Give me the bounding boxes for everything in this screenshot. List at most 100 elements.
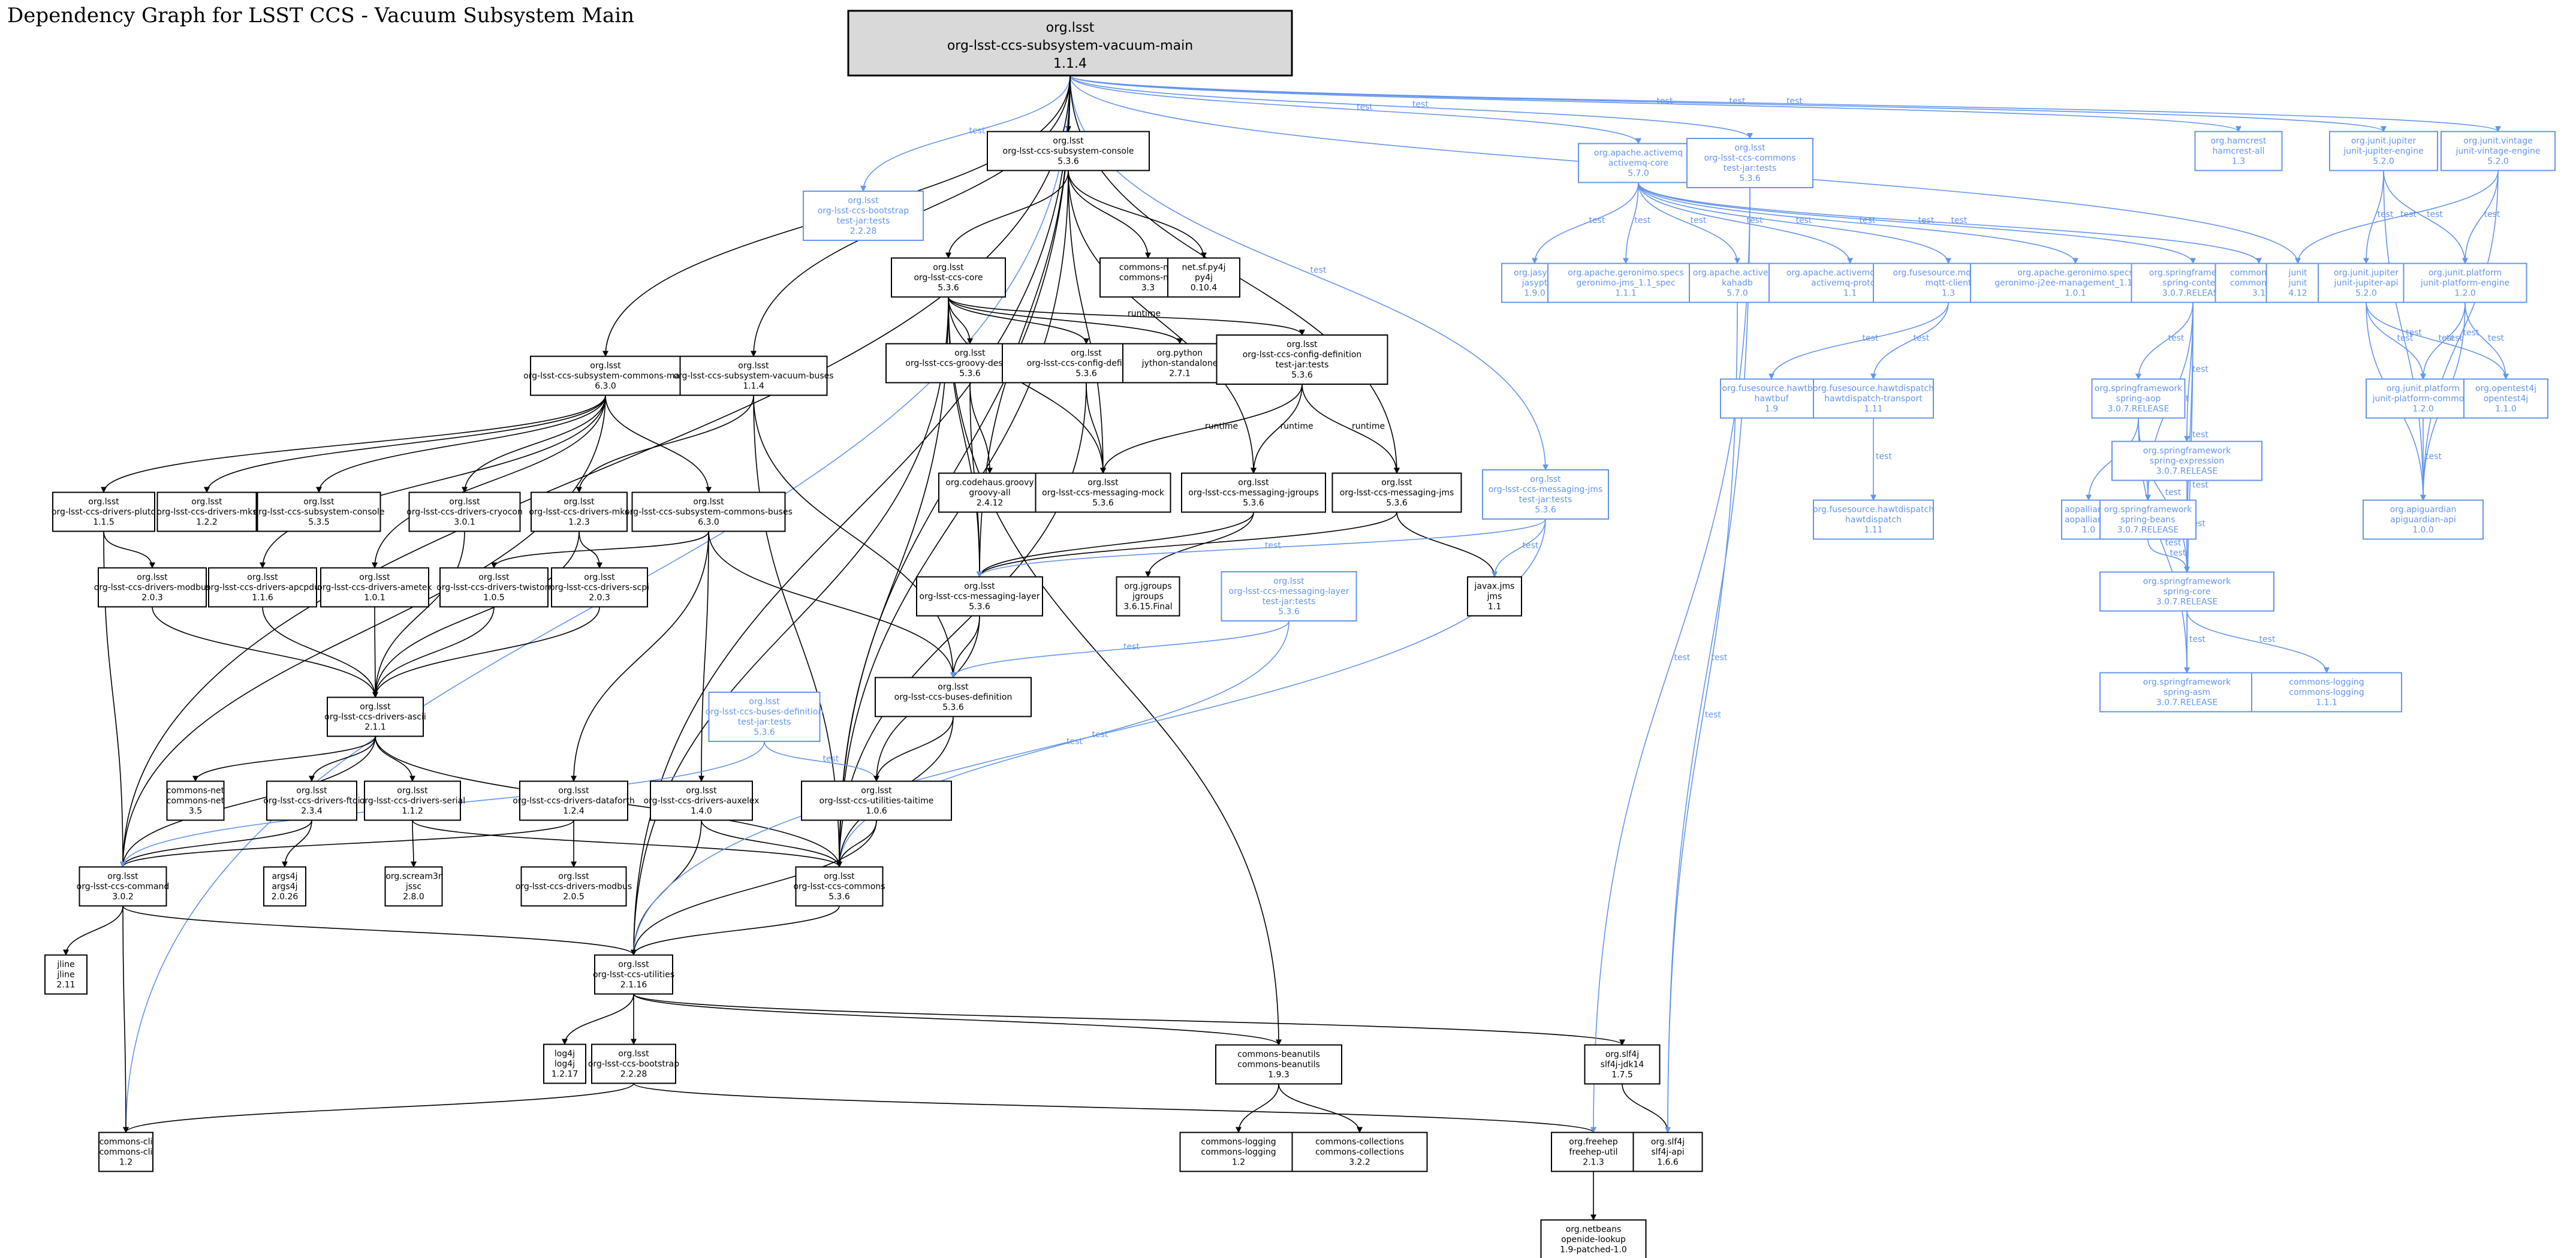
dependency-edge [1069,75,2501,132]
node-box [551,567,648,608]
node-label-line: 2.8.0 [403,892,424,902]
node-box [257,491,381,532]
node-label-line: 5.2.0 [2487,157,2509,167]
dependency-edge [633,994,1282,1046]
dependency-edge [1251,384,1303,474]
node-label-line: 1.3 [1942,289,1955,298]
node-label-line: 1.2.4 [563,807,585,816]
node-box [364,780,461,821]
edge-scope-label: test [1951,216,1968,225]
graph-node-busesDef: org.lsstorg-lsst-ccs-buses-definition5.3… [875,677,1032,717]
node-label-line: 3.0.7.RELEASE [2162,289,2224,298]
dependency-edge [1638,182,1740,264]
node-label-line: 3.0.7.RELEASE [2156,698,2218,708]
node-label-line: 1.1.1 [1615,289,1637,298]
node-label-line: 5.2.0 [2373,157,2394,167]
dependency-edge [122,906,637,956]
node-label-line: 1.9.0 [1524,289,1545,298]
node-label-line: 2.0.3 [589,593,610,603]
node-label-line: org.fusesource.hawtdispatch [1813,505,1934,515]
node-label-line: spring-context [2162,279,2224,288]
edge-scope-label: test [2189,635,2206,644]
graph-node-springExpression: org.springframeworkspring-expression3.0.… [2111,441,2262,481]
node-label-line: org-lsst-ccs-drivers-modbus [94,583,210,593]
graph-node-geronimoJms: org.apache.geronimo.specsgeronimo-jms_1.… [1547,263,1704,303]
node-label-line: org.codehaus.groovy [945,478,1034,488]
edge-scope-label: test [2165,488,2182,497]
dependency-edge [372,607,600,698]
node-label-line: org-lsst-ccs-command [77,882,170,892]
dependency-edge [1665,187,1751,1133]
dependency-edge [2462,170,2499,264]
node-label-line: jline [56,970,74,980]
node-label-line: mqtt-client [1925,279,1972,288]
node-label-line: 2.11 [56,981,75,990]
node-label-line: 1.2.17 [552,1070,579,1079]
dependency-edge [1069,75,2241,132]
node-label-line: 1.0.6 [866,807,887,816]
edge-scope-label: test [2170,548,2186,558]
node-box [408,491,521,532]
node-label-line: groovy-all [969,488,1010,498]
node-label-line: 2.3.4 [301,807,323,816]
node-box [1221,571,1357,622]
node-label-line: 6.3.0 [595,382,616,391]
edge-scope-label: test [2397,334,2414,343]
dependency-edge [977,512,1397,578]
edge-scope-label: test [1705,710,1721,720]
node-label-line: args4j [272,872,297,882]
dependency-edge [491,531,709,569]
edge-scope-label: test [2259,635,2276,644]
node-label-line: org.python [1157,349,1203,358]
graph-node-vintageEngine: org.junit.vintagejunit-vintage-engine5.2… [2441,131,2556,171]
dependency-edge [579,531,602,569]
node-label-line: org.junit.jupiter [2334,269,2399,278]
edge-scope-label: test [2168,334,2185,343]
node-label-line: commons-logging [1201,1148,1276,1157]
node-label-line: 1.1.1 [2316,698,2337,708]
node-label-line: log4j [555,1049,575,1059]
graph-node-console535: org.lsstorg-lsst-ccs-subsystem-console5.… [254,491,385,532]
node-box [875,677,1032,717]
node-label-line: 1.6.6 [1657,1158,1679,1168]
node-label-line: spring-core [2164,587,2211,597]
node-label-line: commons-net [1119,263,1177,273]
dependency-edge [462,395,606,493]
graph-node-msgLayer: org.lsstorg-lsst-ccs-messaging-layer5.3.… [916,576,1043,617]
node-label-line: 5.3.6 [1535,505,1556,515]
node-box [1686,138,1813,188]
node-box [98,567,207,608]
node-label-line: commons-beanutils [1237,1050,1320,1060]
node-box [2111,441,2262,481]
dependency-edge [1145,512,1254,578]
node-label-line: org.lsst [564,497,595,507]
graph-node-dataforth: org.lsstorg-lsst-ccs-drivers-dataforth1.… [513,780,635,821]
node-label-line: org.lsst [824,872,855,882]
node-label-line: org-lsst-ccs-utilities [593,970,674,980]
node-box [2099,571,2274,612]
node-label-line: openide-lookup [1561,1235,1626,1245]
node-label-line: 1.1.5 [93,518,115,527]
node-label-line: junit-jupiter-api [2334,279,2399,288]
node-label-line: org.lsst [590,361,621,371]
node-label-line: org.lsst [360,702,391,712]
node-label-line: 1.0 [2082,526,2095,535]
node-box [2366,378,2481,419]
node-box [98,1132,153,1172]
node-label-line: 3.6.15.Final [1123,602,1172,612]
graph-node-taitime: org.lsstorg-lsst-ccs-utilities-taitime1.… [801,780,952,821]
dependency-edge [372,531,580,698]
dependency-edge [204,395,606,493]
node-label-line: 5.3.6 [969,602,990,612]
node-label-line: org-lsst-ccs-drivers-mks [156,508,257,517]
graph-node-auxelex: org.lsstorg-lsst-ccs-drivers-auxelex1.4.… [644,780,759,821]
node-box [2099,672,2274,713]
